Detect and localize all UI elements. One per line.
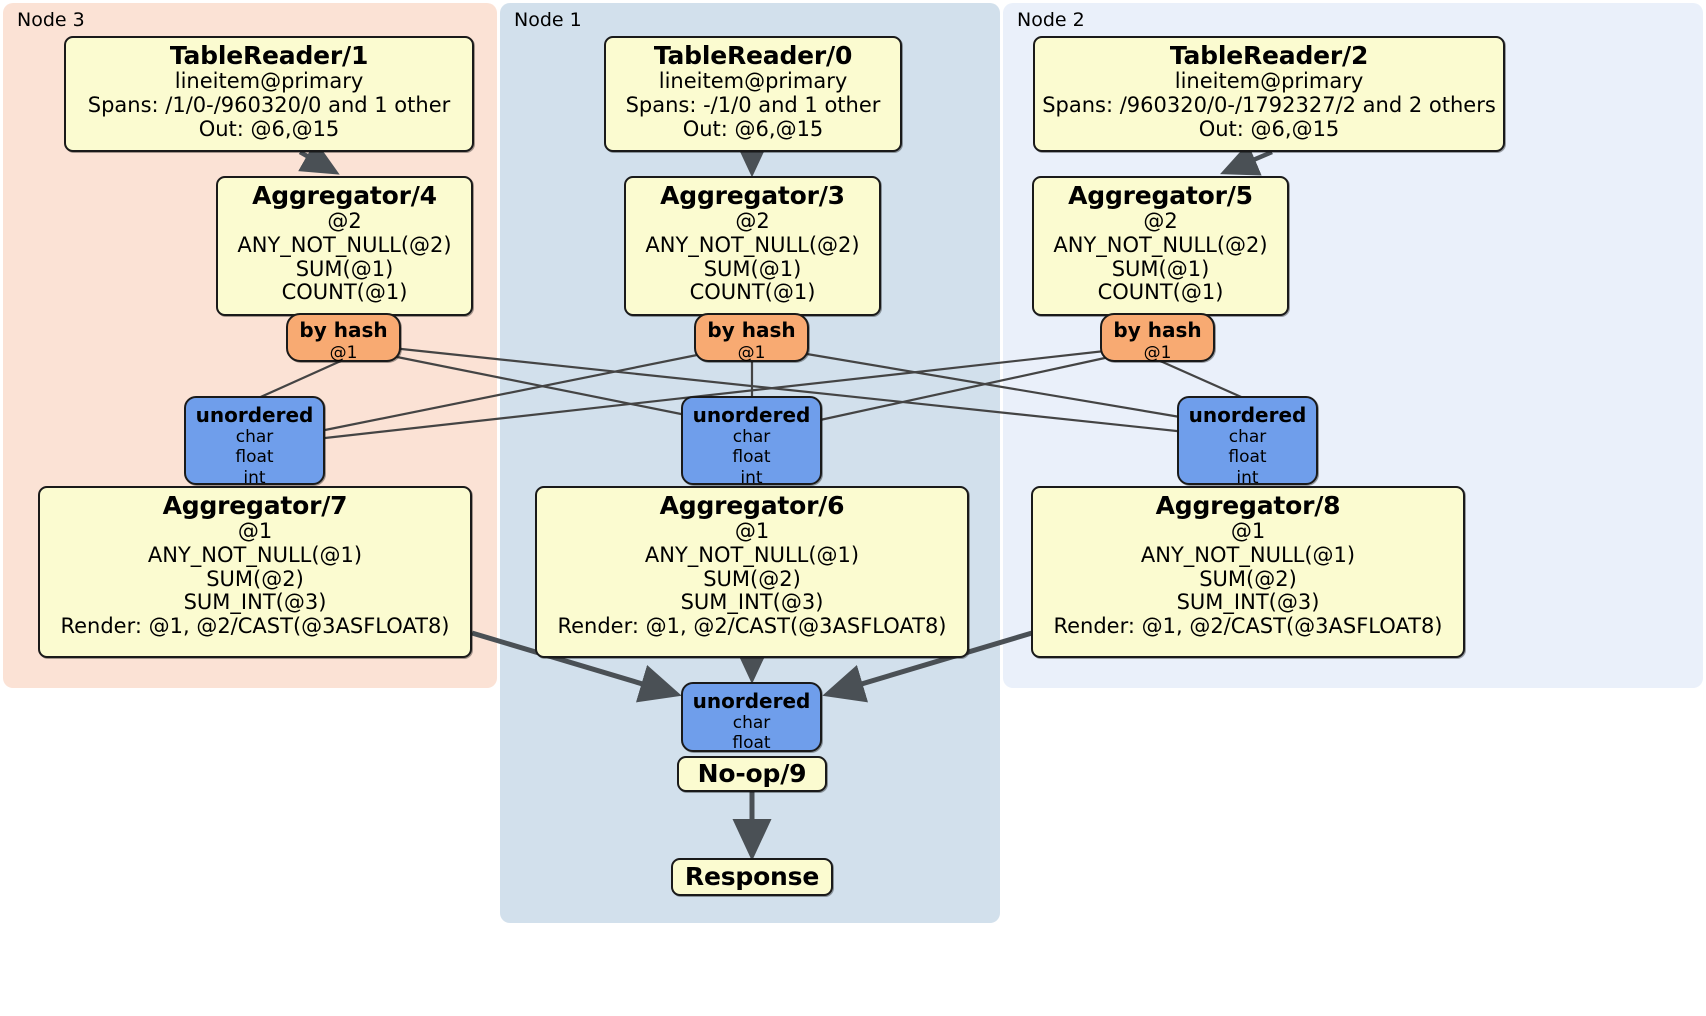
processor-noop-9[interactable]: No-op/9 [677, 756, 827, 792]
processor-tablereader-1[interactable]: TableReader/1 lineitem@primary Spans: /1… [64, 36, 474, 152]
processor-tablereader-2[interactable]: TableReader/2 lineitem@primary Spans: /9… [1033, 36, 1505, 152]
processor-title: Aggregator/4 [252, 181, 437, 210]
synchronizer-unordered-final[interactable]: unordered char float [681, 682, 822, 754]
processor-line: @1 [734, 519, 770, 544]
processor-line: ANY_NOT_NULL(@1) [147, 542, 363, 567]
processor-title: Aggregator/6 [659, 491, 845, 520]
router-by-hash-left[interactable]: by hash @1 [286, 313, 401, 363]
processor-title: No-op/9 [697, 758, 807, 788]
processor-title: Aggregator/8 [1155, 491, 1341, 520]
processor-response[interactable]: Response [671, 858, 833, 896]
processor-line: SUM(@2) [206, 566, 304, 591]
processor-line: Out: @6,@15 [682, 116, 824, 141]
synchronizer-line: char [732, 427, 771, 447]
synchronizer-unordered-right[interactable]: unordered char float int [1177, 396, 1318, 488]
processor-line: COUNT(@1) [281, 280, 408, 305]
processor-line: Render: @1, @2/CAST(@3ASFLOAT8) [60, 614, 450, 639]
processor-aggregator-6[interactable]: Aggregator/6 @1 ANY_NOT_NULL(@1) SUM(@2)… [535, 486, 969, 658]
router-by-hash-center[interactable]: by hash @1 [694, 313, 809, 363]
processor-aggregator-8[interactable]: Aggregator/8 @1 ANY_NOT_NULL(@1) SUM(@2)… [1031, 486, 1465, 658]
synchronizer-line: int [243, 467, 266, 488]
processor-line: SUM(@1) [1111, 256, 1210, 281]
synchronizer-line: float [732, 447, 771, 468]
processor-line: @2 [735, 209, 770, 234]
processor-line: Spans: -/1/0 and 1 other [625, 92, 881, 117]
processor-aggregator-3[interactable]: Aggregator/3 @2 ANY_NOT_NULL(@2) SUM(@1)… [624, 176, 881, 316]
processor-line: @1 [237, 519, 273, 544]
synchronizer-line: float [1228, 447, 1267, 468]
node-panel-label: Node 1 [514, 9, 582, 31]
processor-line: COUNT(@1) [1097, 280, 1224, 305]
processor-line: Out: @6,@15 [1198, 116, 1340, 141]
synchronizer-title: unordered [692, 689, 811, 713]
processor-line: Out: @6,@15 [198, 116, 340, 141]
processor-line: ANY_NOT_NULL(@2) [1053, 232, 1268, 257]
processor-title: Response [684, 861, 820, 891]
processor-line: ANY_NOT_NULL(@1) [1140, 542, 1356, 567]
synchronizer-line: char [732, 713, 771, 733]
processor-line: SUM_INT(@3) [183, 590, 327, 615]
router-title: by hash [707, 318, 796, 342]
processor-line: COUNT(@1) [689, 280, 816, 305]
processor-line: Spans: /1/0-/960320/0 and 1 other [87, 92, 451, 117]
processor-title: Aggregator/5 [1068, 181, 1253, 210]
synchronizer-line: char [1228, 427, 1267, 447]
processor-line: @2 [1143, 209, 1178, 234]
processor-line: SUM(@2) [703, 566, 801, 591]
router-title: by hash [299, 318, 388, 342]
processor-line: lineitem@primary [174, 69, 364, 94]
processor-aggregator-7[interactable]: Aggregator/7 @1 ANY_NOT_NULL(@1) SUM(@2)… [38, 486, 472, 658]
synchronizer-line: float [732, 733, 771, 754]
processor-line: SUM(@1) [295, 256, 394, 281]
processor-line: Spans: /960320/0-/1792327/2 and 2 others [1042, 92, 1496, 117]
processor-line: Render: @1, @2/CAST(@3ASFLOAT8) [1053, 614, 1443, 639]
processor-line: SUM_INT(@3) [680, 590, 824, 615]
synchronizer-title: unordered [1188, 403, 1307, 427]
synchronizer-line: float [235, 447, 274, 468]
processor-aggregator-5[interactable]: Aggregator/5 @2 ANY_NOT_NULL(@2) SUM(@1)… [1032, 176, 1289, 316]
processor-line: SUM_INT(@3) [1176, 590, 1320, 615]
processor-line: ANY_NOT_NULL(@2) [645, 232, 860, 257]
processor-line: lineitem@primary [658, 69, 848, 94]
processor-line: @1 [1230, 519, 1266, 544]
processor-line: SUM(@2) [1199, 566, 1297, 591]
router-line: @1 [1143, 342, 1172, 363]
router-title: by hash [1113, 318, 1202, 342]
processor-title: TableReader/0 [653, 41, 853, 70]
processor-tablereader-0[interactable]: TableReader/0 lineitem@primary Spans: -/… [604, 36, 902, 152]
synchronizer-title: unordered [195, 403, 314, 427]
synchronizer-title: unordered [692, 403, 811, 427]
processor-line: ANY_NOT_NULL(@2) [237, 232, 452, 257]
processor-title: Aggregator/3 [660, 181, 845, 210]
router-line: @1 [737, 342, 766, 363]
processor-title: TableReader/1 [169, 41, 369, 70]
processor-title: TableReader/2 [1169, 41, 1369, 70]
processor-line: SUM(@1) [703, 256, 802, 281]
processor-line: @2 [327, 209, 362, 234]
synchronizer-unordered-left[interactable]: unordered char float int [184, 396, 325, 488]
processor-aggregator-4[interactable]: Aggregator/4 @2 ANY_NOT_NULL(@2) SUM(@1)… [216, 176, 473, 316]
synchronizer-line: int [740, 467, 763, 488]
synchronizer-line: char [235, 427, 274, 447]
router-by-hash-right[interactable]: by hash @1 [1100, 313, 1215, 363]
node-panel-label: Node 2 [1017, 9, 1085, 31]
synchronizer-line: int [1236, 467, 1259, 488]
router-line: @1 [329, 342, 358, 363]
processor-line: Render: @1, @2/CAST(@3ASFLOAT8) [557, 614, 947, 639]
synchronizer-unordered-center[interactable]: unordered char float int [681, 396, 822, 488]
node-panel-label: Node 3 [17, 9, 85, 31]
processor-line: ANY_NOT_NULL(@1) [644, 542, 860, 567]
processor-line: lineitem@primary [1174, 69, 1364, 94]
processor-title: Aggregator/7 [162, 491, 348, 520]
